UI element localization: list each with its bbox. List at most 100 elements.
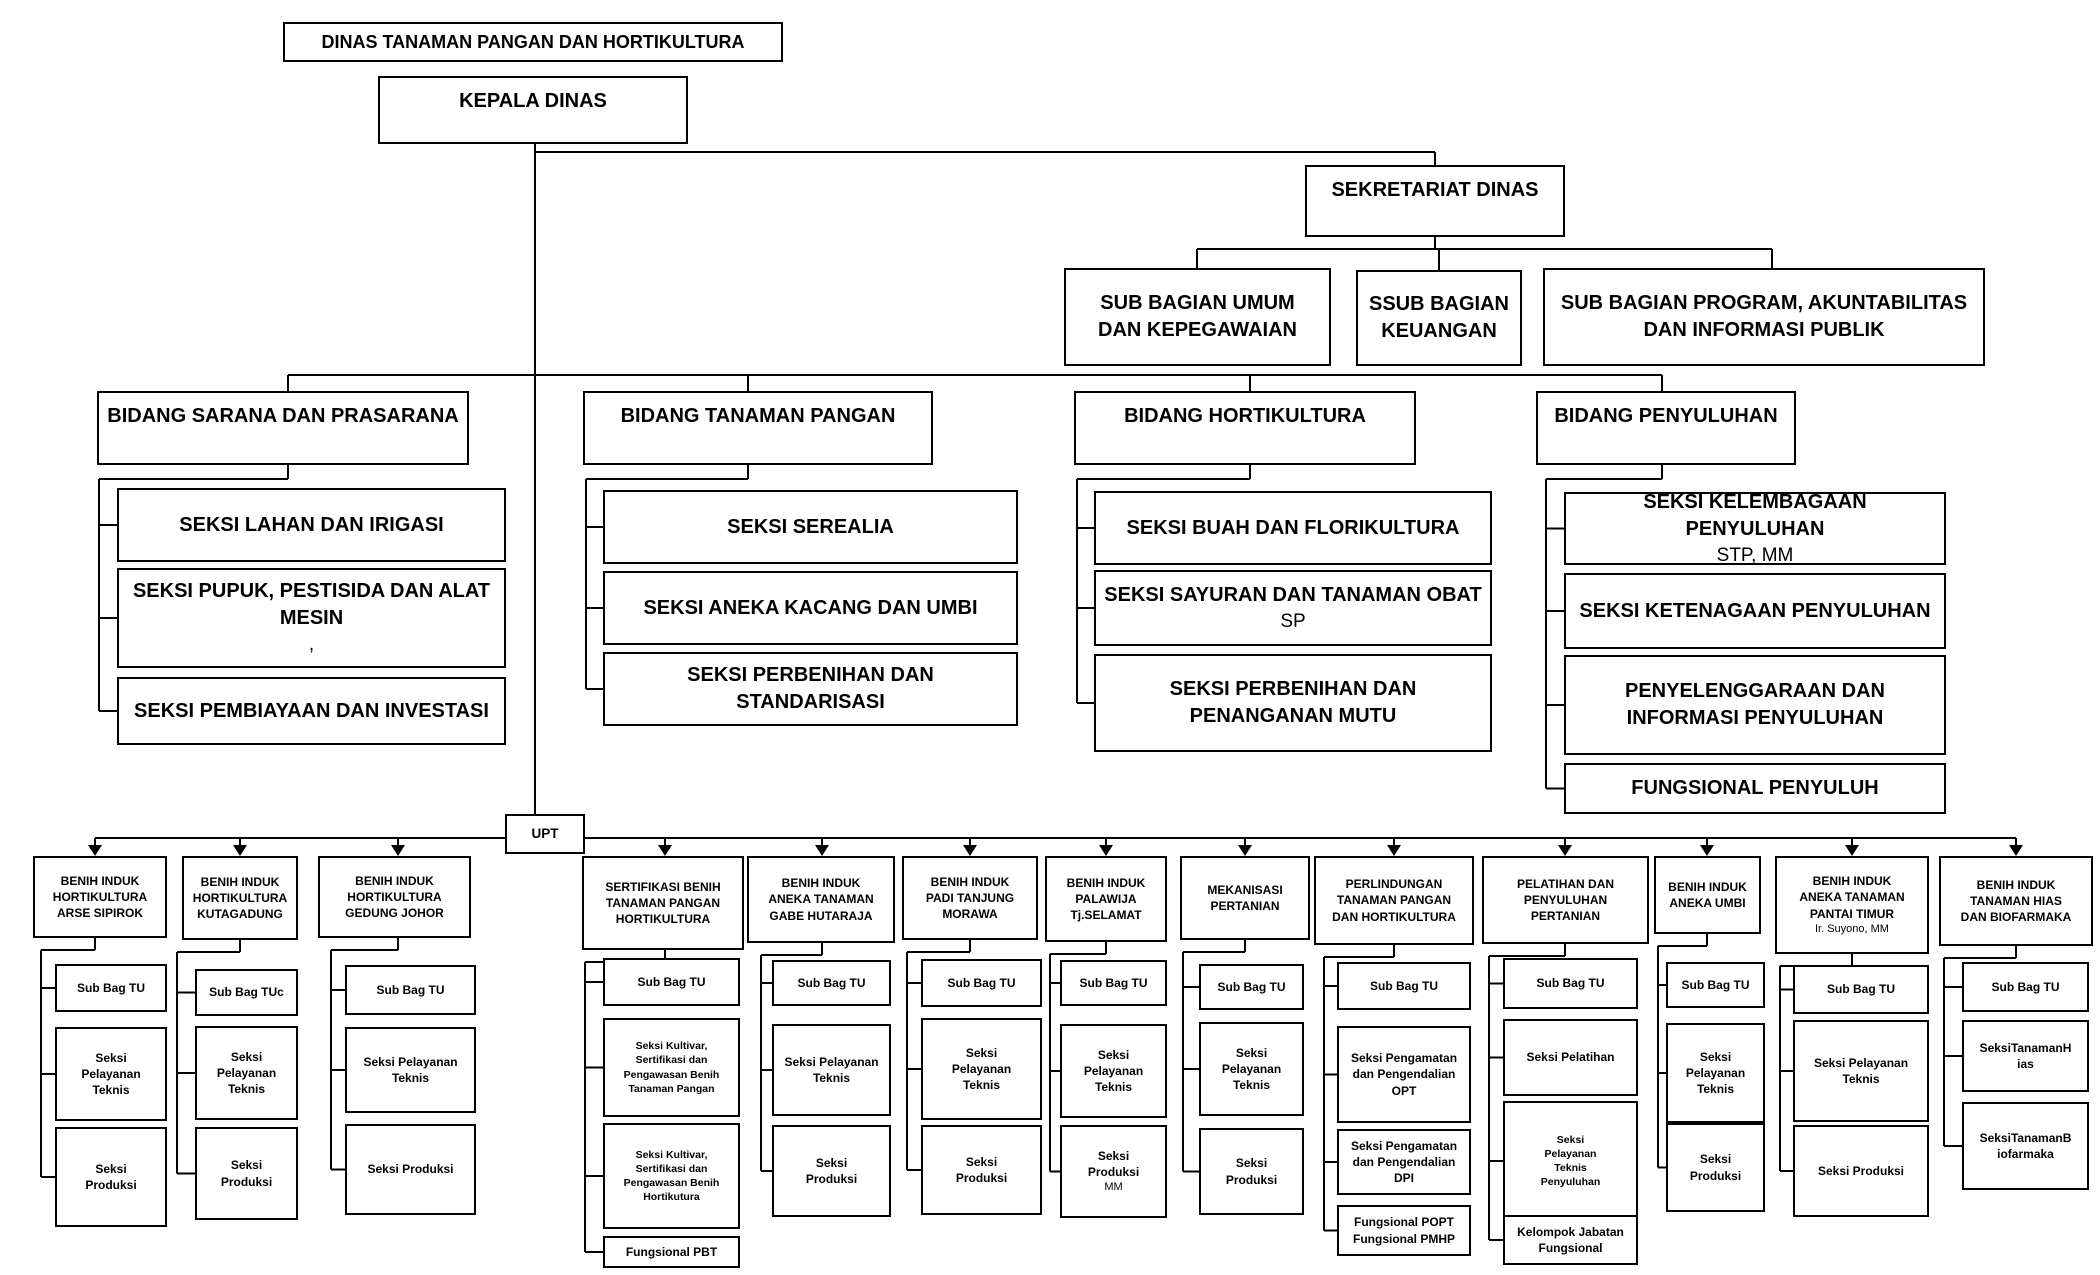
upt-unit-9-sub-4: Fungsional POPT Fungsional PMHP [1337, 1205, 1471, 1256]
upt-unit-9-sub-1: Sub Bag TU [1337, 962, 1471, 1010]
section-3-3: SEKSI PERBENIHAN DAN PENANGANAN MUTU [1094, 654, 1492, 752]
upt-unit-7-sub-1: Sub Bag TU [1060, 960, 1167, 1006]
upt-unit-12-sub-2: Seksi Pelayanan Teknis [1793, 1020, 1929, 1122]
section-1-1: SEKSI LAHAN DAN IRIGASI [117, 488, 506, 562]
upt-unit-4-sub-2-label: Seksi Kultivar, Sertifikasi dan Pengawas… [623, 1040, 720, 1095]
upt-unit-5-sub-1-label: Sub Bag TU [797, 975, 866, 990]
section-1-2-note: , [308, 634, 315, 656]
upt-unit-10-sub-3-label: Seksi Pelayanan Teknis Penyuluhan [1540, 1133, 1601, 1189]
upt-unit-7-sub-3-label: Seksi Produksi [1087, 1148, 1140, 1180]
upt-unit-4-sub-4-label: Fungsional PBT [625, 1244, 718, 1259]
upt-unit-5: BENIH INDUK ANEKA TANAMAN GABE HUTARAJA [747, 856, 895, 943]
upt-unit-4-label: SERTIFIKASI BENIH TANAMAN PANGAN HORTIKU… [605, 879, 721, 927]
upt-unit-10-sub-3: Seksi Pelayanan Teknis Penyuluhan [1503, 1101, 1638, 1221]
upt-unit-13: BENIH INDUK TANAMAN HIAS DAN BIOFARMAKA [1939, 856, 2093, 946]
upt-unit-5-sub-2-label: Seksi Pelayanan Teknis [784, 1054, 879, 1085]
head-of-office: KEPALA DINAS [378, 76, 688, 144]
section-2-2-label: SEKSI ANEKA KACANG DAN UMBI [643, 596, 978, 619]
section-4-3-label: PENYELENGGARAAN DAN INFORMASI PENYULUHAN [1624, 680, 1886, 729]
upt-unit-3: BENIH INDUK HORTIKULTURA GEDUNG JOHOR [318, 856, 471, 938]
upt-unit-7-sub-3-note: MM [1104, 1181, 1123, 1194]
upt-unit-12-sub-1: Sub Bag TU [1793, 965, 1929, 1014]
upt-unit-2: BENIH INDUK HORTIKULTURA KUTAGADUNG [182, 856, 298, 940]
upt-unit-10: PELATIHAN DAN PENYULUHAN PERTANIAN [1482, 856, 1649, 944]
upt-unit-7-sub-1-label: Sub Bag TU [1079, 975, 1148, 990]
upt-unit-4-sub-2: Seksi Kultivar, Sertifikasi dan Pengawas… [603, 1018, 740, 1117]
upt-unit-9-sub-4-label: Fungsional POPT Fungsional PMHP [1353, 1215, 1455, 1246]
section-1-2-label: SEKSI PUPUK, PESTISIDA DAN ALAT MESIN [132, 580, 491, 630]
upt-unit-11-sub-3: Seksi Produksi [1666, 1123, 1765, 1212]
office-title-label: DINAS TANAMAN PANGAN DAN HORTIKULTURA [321, 31, 745, 52]
upt-unit-5-sub-3: Seksi Produksi [772, 1125, 891, 1217]
upt-unit-3-sub-2: Seksi Pelayanan Teknis [345, 1027, 476, 1113]
upt-unit-1-sub-2-label: Seksi Pelayanan Teknis [81, 1050, 141, 1098]
upt-unit-4-sub-4: Fungsional PBT [603, 1236, 740, 1268]
upt-unit-6-sub-2: Seksi Pelayanan Teknis [921, 1018, 1042, 1120]
upt-unit-1-sub-1: Sub Bag TU [55, 964, 167, 1012]
upt-unit-8-sub-2-label: Seksi Pelayanan Teknis [1221, 1045, 1282, 1093]
upt-unit-10-sub-2-label: Seksi Pelatihan [1526, 1050, 1615, 1065]
upt-unit-13-sub-3: SeksiTanamanB iofarmaka [1962, 1102, 2089, 1190]
upt-unit-2-sub-1-label: Sub Bag TUc [209, 985, 284, 1000]
sub-bagian-2-label: SSUB BAGIAN KEUANGAN [1368, 293, 1509, 342]
unit-arrow [1558, 845, 1572, 856]
upt-unit-4: SERTIFIKASI BENIH TANAMAN PANGAN HORTIKU… [582, 856, 744, 950]
upt-unit-6-sub-3-label: Seksi Produksi [955, 1154, 1008, 1185]
upt-unit-4-sub-3-label: Seksi Kultivar, Sertifikasi dan Pengawas… [623, 1148, 720, 1204]
upt-unit-10-sub-1-label: Sub Bag TU [1536, 976, 1605, 991]
upt-unit-9-label: PERLINDUNGAN TANAMAN PANGAN DAN HORTIKUL… [1332, 877, 1456, 924]
unit-arrow [1700, 845, 1714, 856]
section-4-4: FUNGSIONAL PENYULUH [1564, 763, 1946, 814]
section-3-2-note: SP [1280, 610, 1306, 632]
section-4-1-note: STP, MM [1716, 544, 1794, 565]
upt-unit-12-sub-3: Seksi Produksi [1793, 1125, 1929, 1217]
upt-unit-12-label: BENIH INDUK ANEKA TANAMAN PANTAI TIMUR [1799, 874, 1905, 921]
upt-unit-11-sub-3-label: Seksi Produksi [1689, 1152, 1742, 1183]
secretariat-box: SEKRETARIAT DINAS [1305, 165, 1565, 237]
field-2-label: BIDANG TANAMAN PANGAN [620, 405, 896, 427]
section-4-3: PENYELENGGARAAN DAN INFORMASI PENYULUHAN [1564, 655, 1946, 755]
section-1-2: SEKSI PUPUK, PESTISIDA DAN ALAT MESIN, [117, 568, 506, 668]
upt-unit-6-label: BENIH INDUK PADI TANJUNG MORAWA [925, 874, 1015, 922]
upt-unit-11-sub-1: Sub Bag TU [1666, 962, 1765, 1008]
upt-unit-9-sub-2: Seksi Pengamatan dan Pengendalian OPT [1337, 1026, 1471, 1123]
upt-unit-7-label: BENIH INDUK PALAWIJA Tj.SELAMAT [1066, 875, 1146, 923]
unit-arrow [1238, 845, 1252, 856]
upt-unit-3-sub-1: Sub Bag TU [345, 965, 476, 1015]
unit-arrow [391, 845, 405, 856]
upt-unit-5-sub-3-label: Seksi Produksi [805, 1155, 858, 1186]
field-4: BIDANG PENYULUHAN [1536, 391, 1796, 465]
upt-unit-7-sub-2: Seksi Pelayanan Teknis [1060, 1024, 1167, 1118]
section-2-2: SEKSI ANEKA KACANG DAN UMBI [603, 571, 1018, 645]
upt-box: UPT [505, 814, 585, 854]
upt-unit-1-sub-1-label: Sub Bag TU [77, 980, 145, 995]
upt-unit-1-label: BENIH INDUK HORTIKULTURA ARSE SIPIROK [52, 873, 148, 921]
upt-unit-7-sub-2-label: Seksi Pelayanan Teknis [1083, 1047, 1144, 1095]
upt-unit-2-sub-3-label: Seksi Produksi [220, 1158, 273, 1189]
upt-unit-8-sub-2: Seksi Pelayanan Teknis [1199, 1022, 1304, 1116]
upt-unit-6-sub-1-label: Sub Bag TU [947, 975, 1016, 990]
sub-bagian-2: SSUB BAGIAN KEUANGAN [1356, 270, 1522, 366]
unit-arrow [2009, 845, 2023, 856]
unit-arrow [233, 845, 247, 856]
upt-unit-2-sub-2-label: Seksi Pelayanan Teknis [216, 1049, 277, 1097]
sub-bagian-3: SUB BAGIAN PROGRAM, AKUNTABILITAS DAN IN… [1543, 268, 1985, 366]
head-of-office-label: KEPALA DINAS [459, 90, 607, 112]
upt-unit-6-sub-1: Sub Bag TU [921, 959, 1042, 1007]
upt-unit-12-sub-1-label: Sub Bag TU [1827, 982, 1895, 997]
upt-unit-10-label: PELATIHAN DAN PENYULUHAN PERTANIAN [1516, 876, 1615, 924]
section-1-1-label: SEKSI LAHAN DAN IRIGASI [179, 513, 444, 536]
upt-unit-10-sub-2: Seksi Pelatihan [1503, 1019, 1638, 1096]
section-1-3: SEKSI PEMBIAYAAN DAN INVESTASI [117, 677, 506, 745]
upt-unit-13-sub-2-label: SeksiTanamanH ias [1979, 1040, 2072, 1071]
upt-unit-2-label: BENIH INDUK HORTIKULTURA KUTAGADUNG [192, 874, 288, 922]
upt-unit-12-sub-3-label: Seksi Produksi [1817, 1163, 1905, 1178]
upt-unit-1-sub-2: Seksi Pelayanan Teknis [55, 1027, 167, 1121]
upt-unit-8-sub-1-label: Sub Bag TU [1217, 979, 1286, 994]
upt-unit-9-sub-3: Seksi Pengamatan dan Pengendalian DPI [1337, 1129, 1471, 1195]
unit-arrow [1845, 845, 1859, 856]
section-4-2: SEKSI KETENAGAAN PENYULUHAN [1564, 573, 1946, 649]
